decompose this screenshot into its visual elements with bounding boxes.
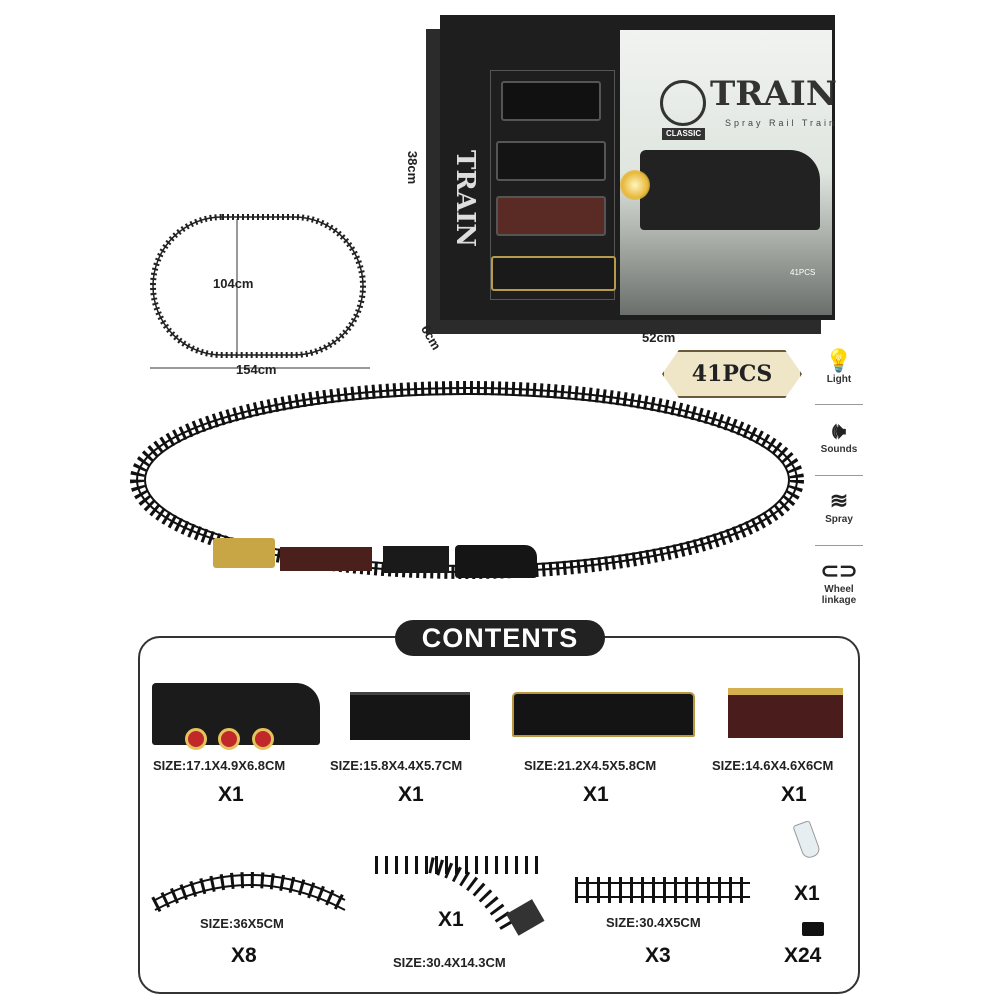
- light-bulb-icon: 💡: [825, 348, 853, 373]
- linkage-icon: ⊂⊃: [820, 558, 858, 583]
- box-subtitle: Spray Rail Train: [725, 118, 838, 128]
- box-headlight: [620, 170, 650, 200]
- item-qty: X1: [398, 783, 424, 806]
- assembled-passenger-car: [280, 547, 372, 571]
- box-brand-title: TRAIN: [710, 74, 837, 114]
- assembled-locomotive: [455, 545, 537, 578]
- feature-label: Wheel linkage: [821, 584, 857, 606]
- item-size: SIZE:14.6X4.6X6CM: [712, 758, 834, 773]
- item-size: SIZE:17.1X4.9X6.8CM: [153, 758, 286, 773]
- item-qty: X1: [438, 908, 464, 931]
- straight-track-image: [575, 877, 750, 903]
- curved-track-image: [151, 872, 349, 913]
- item-qty: X24: [784, 944, 822, 967]
- feature-label: Light: [826, 374, 852, 385]
- wind-icon: ≋: [829, 488, 849, 513]
- item-size: SIZE:30.4X5CM: [606, 915, 701, 930]
- box-height-label: 38cm: [405, 150, 421, 185]
- contents-title: CONTENTS: [395, 620, 605, 656]
- item-qty: X1: [794, 882, 820, 905]
- caboose-image: [728, 688, 843, 738]
- classic-emblem: [660, 80, 706, 126]
- track-connector-image: [802, 922, 824, 936]
- feature-label: Sounds: [820, 444, 858, 455]
- speaker-icon: 🕪: [832, 418, 846, 443]
- box-pcs-label: 41PCS: [790, 268, 816, 277]
- track-height-label: 104cm: [213, 276, 254, 291]
- wheel: [252, 728, 274, 750]
- feature-sounds: 🕪Sounds: [808, 418, 870, 455]
- item-qty: X1: [218, 783, 244, 806]
- feature-spray: ≋Spray: [808, 488, 870, 525]
- freight-car-image: [350, 692, 470, 740]
- item-size: SIZE:30.4X14.3CM: [393, 955, 506, 970]
- switch-track-image: [375, 856, 545, 936]
- feature-wheel-linkage: ⊂⊃Wheel linkage: [808, 558, 870, 606]
- wheel: [218, 728, 240, 750]
- pieces-badge: 41PCS: [662, 350, 802, 398]
- item-size: SIZE:15.8X4.4X5.7CM: [330, 758, 463, 773]
- divider: [815, 475, 863, 476]
- passenger-car-image: [512, 692, 695, 737]
- box-locomotive-art: [640, 150, 820, 230]
- item-size: SIZE:21.2X4.5X5.8CM: [524, 758, 657, 773]
- box-depth-label: 6cm: [418, 322, 445, 353]
- item-size: SIZE:36X5CM: [200, 916, 284, 931]
- divider: [815, 545, 863, 546]
- item-qty: X1: [583, 783, 609, 806]
- track-width-label: 154cm: [236, 362, 277, 377]
- wheel: [185, 728, 207, 750]
- feature-label: Spray: [825, 514, 853, 525]
- divider: [815, 404, 863, 405]
- feature-light: 💡Light: [808, 348, 870, 385]
- box-width-label: 52cm: [642, 330, 676, 345]
- assembled-caboose: [213, 538, 275, 568]
- item-qty: X3: [645, 944, 671, 967]
- box-window: [490, 70, 616, 300]
- small-track-diagram: [150, 214, 370, 369]
- item-qty: X8: [231, 944, 257, 967]
- assembled-freight-car: [383, 546, 449, 573]
- box-side-title: TRAIN: [450, 150, 480, 248]
- classic-badge: CLASSIC: [662, 128, 706, 140]
- item-qty: X1: [781, 783, 807, 806]
